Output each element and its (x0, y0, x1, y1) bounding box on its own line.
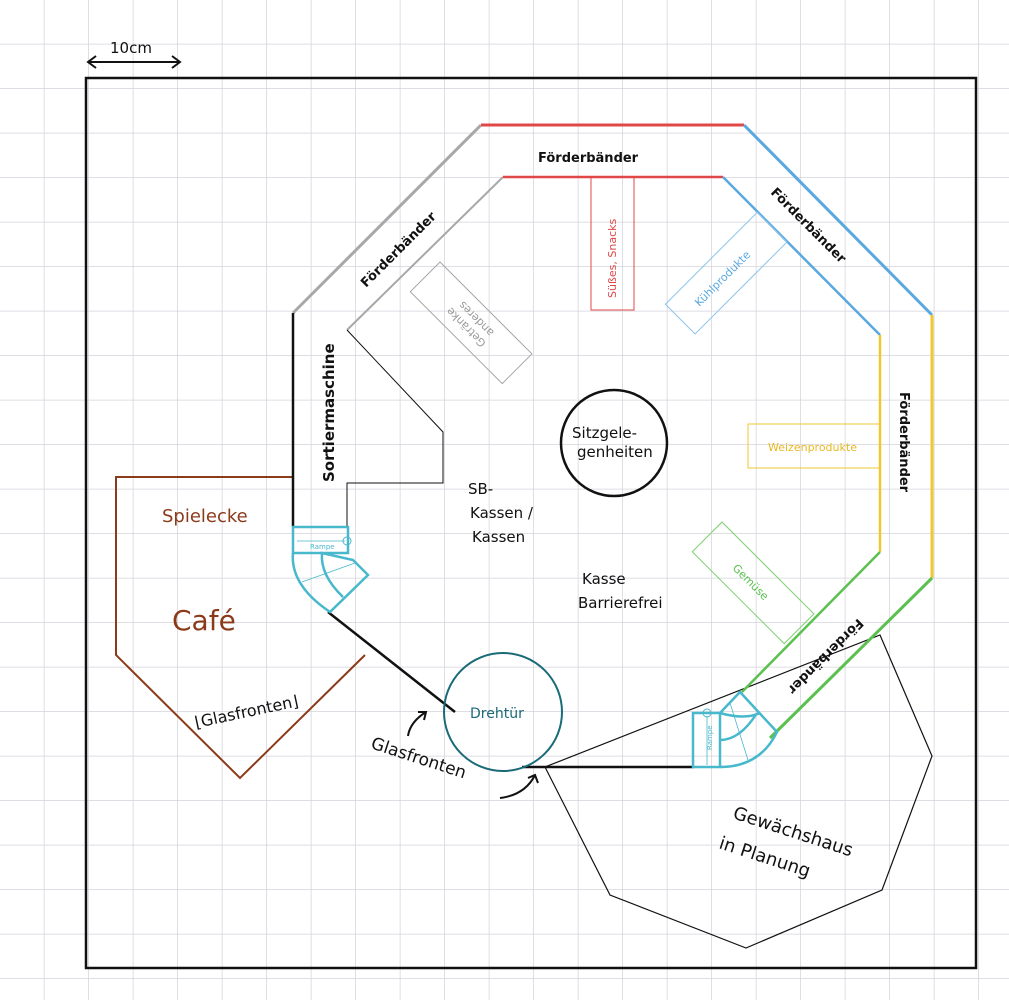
ramp-left: Rampe (291, 525, 370, 614)
revolving-door-label: Drehtür (470, 706, 524, 722)
conveyor-right-label: Förderbänder (896, 392, 911, 493)
cafe-label: Café (172, 604, 236, 637)
shelf-sweets: Süßes, Snacks (590, 176, 635, 311)
scale-indicator: 10cm (86, 39, 182, 69)
conveyor-inner-gray (346, 176, 504, 331)
conveyor-outer-gray (291, 123, 483, 315)
sorting-area-wall (346, 329, 444, 527)
accessible-checkout-label-1: Kasse (582, 570, 626, 588)
shelf-wheat-label: Weizenprodukte (768, 441, 857, 454)
revolving-door (443, 652, 563, 772)
arrow-icon (499, 773, 539, 799)
conveyor-inner-green (741, 551, 881, 693)
sorting-machine-label: Sortiermaschine (320, 343, 338, 482)
seating-circle (559, 388, 669, 498)
plot-border (84, 76, 978, 970)
ramp-right-label: Rampe (706, 725, 714, 750)
seating-label-1: Sitzgele- (572, 424, 637, 442)
self-checkout-label-3: Kassen (472, 528, 525, 546)
seating-label-2: genheiten (577, 443, 653, 461)
arrow-icon (407, 711, 428, 737)
conveyor-top-label: Förderbänder (538, 151, 639, 166)
self-checkout-label-1: SB- (468, 480, 493, 498)
self-checkout-label-2: Kassen / (470, 504, 534, 522)
glass-front-wall (327, 611, 456, 713)
scale-label: 10cm (110, 39, 152, 57)
ramp-right: Rampe (691, 690, 779, 769)
shelf-wheat: Weizenprodukte (747, 423, 881, 469)
shelf-sweets-label: Süßes, Snacks (606, 219, 619, 298)
conveyor-outer-blue (742, 123, 934, 317)
ramp-left-label: Rampe (310, 543, 335, 551)
conveyor-outer-green (768, 576, 934, 740)
play-corner-label: Spielecke (162, 506, 248, 527)
conveyor-inner-blue (722, 176, 881, 336)
greenhouse-outline (544, 634, 933, 949)
accessible-checkout-label-2: Barrierefrei (578, 594, 663, 612)
cafe-outline (115, 476, 366, 780)
